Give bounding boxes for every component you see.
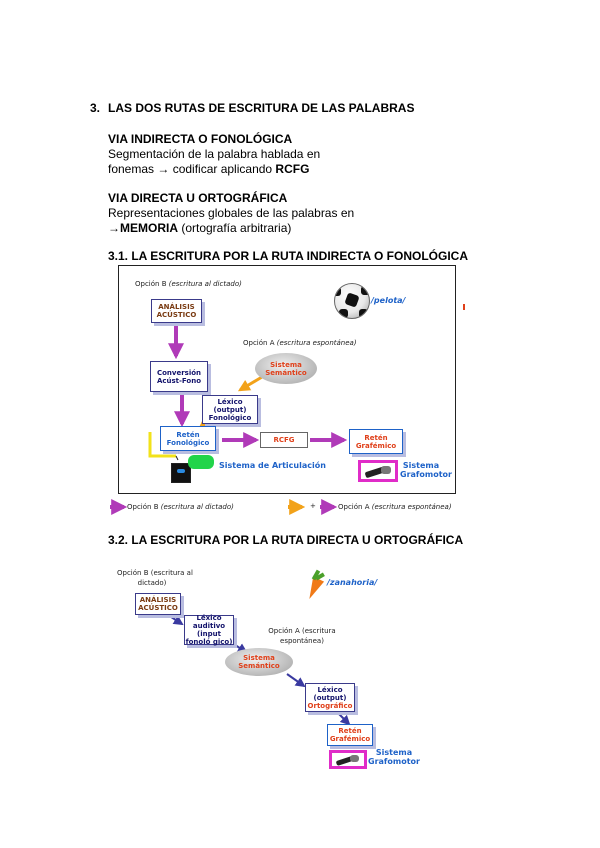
legend-optA: Opción A (escritura espontánea) — [338, 503, 452, 511]
soccer-ball-icon — [334, 283, 370, 319]
d2-lexico-out-box: Léxico (output) Ortográfico — [305, 683, 355, 712]
d2-sistema-graf: Sistema Grafomotor — [368, 748, 420, 766]
d1-sistema-graf: Sistema Grafomotor — [400, 461, 452, 479]
d1-sistema-semantico: Sistema Semántico — [255, 353, 317, 384]
direct-heading: VIA DIRECTA U ORTOGRÁFICA — [108, 191, 288, 205]
indirect-heading: VIA INDIRECTA O FONOLÓGICA — [108, 132, 293, 146]
section32-title: 3.2. LA ESCRITURA POR LA RUTA DIRECTA U … — [108, 533, 464, 547]
hand-writing-icon — [358, 460, 398, 482]
d1-reten-graf-box: Retén Grafémico — [349, 429, 403, 454]
d2-analisis-box: ANÁLISIS ACÚSTICO — [135, 593, 181, 615]
d2-reten-graf-box: Retén Grafémico — [327, 724, 373, 746]
d1-optB-label: Opción B (escritura al dictado) — [135, 280, 242, 288]
d2-word: /zanahoria/ — [327, 578, 378, 587]
red-mark — [463, 304, 465, 310]
legend-optB: Opción B (escritura al dictado) — [127, 503, 234, 511]
direct-line2-suffix: (ortografía arbitraria) — [178, 221, 292, 235]
direct-line2: →MEMORIA (ortografía arbitraria) — [108, 221, 291, 235]
d2-lexico-aud-box: Léxico auditivo (input fonoló gico) — [184, 614, 234, 646]
arrow2-semantico-lexico — [286, 673, 306, 688]
diagram-indirect-frame — [118, 265, 456, 494]
d2-hand-writing-icon — [329, 750, 367, 769]
arrow2-lexico-reten — [336, 711, 351, 726]
face-icon — [171, 463, 191, 483]
section31-title: 3.1. LA ESCRITURA POR LA RUTA INDIRECTA … — [108, 249, 468, 263]
d1-lexico-box: Léxico (output) Fonológico — [202, 395, 258, 424]
d2-sistema-semantico: Sistema Semántico — [225, 648, 293, 676]
d1-conversion-box: Conversión Acúst-Fono — [150, 361, 208, 392]
speech-bubble-icon — [188, 455, 214, 469]
d1-word: /pelota/ — [371, 296, 406, 305]
d1-sistema-art: Sistema de Articulación — [219, 461, 326, 470]
indirect-line1: Segmentación de la palabra hablada en — [108, 147, 321, 161]
indirect-line2-prefix: fonemas → codificar aplicando — [108, 162, 276, 176]
d1-analisis-box: ANÁLISIS ACÚSTICO — [151, 299, 202, 323]
indirect-line2-bold: RCFG — [275, 162, 310, 176]
d1-reten-fono-box: Retén Fonológico — [160, 426, 216, 451]
arrow-yellow-loop — [148, 432, 176, 458]
legend-plus: + — [310, 502, 316, 510]
d2-optA-label: Opción A (escritura espontánea) — [268, 627, 336, 645]
indirect-line2: fonemas → codificar aplicando RCFG — [108, 162, 309, 176]
direct-line1: Representaciones globales de las palabra… — [108, 206, 355, 220]
arrow-semantico-lexico — [237, 375, 263, 392]
direct-line2-bold: →MEMORIA — [108, 221, 178, 235]
d2-optB-label: Opción B (escritura al dictado) — [117, 569, 193, 587]
section-title: LAS DOS RUTAS DE ESCRITURA DE LAS PALABR… — [108, 101, 415, 115]
carrot-icon — [302, 569, 326, 602]
d1-rcfg-box: RCFG — [260, 432, 308, 448]
d1-optA-label: Opción A (escritura espontánea) — [243, 339, 357, 347]
section-number: 3. — [90, 101, 101, 115]
